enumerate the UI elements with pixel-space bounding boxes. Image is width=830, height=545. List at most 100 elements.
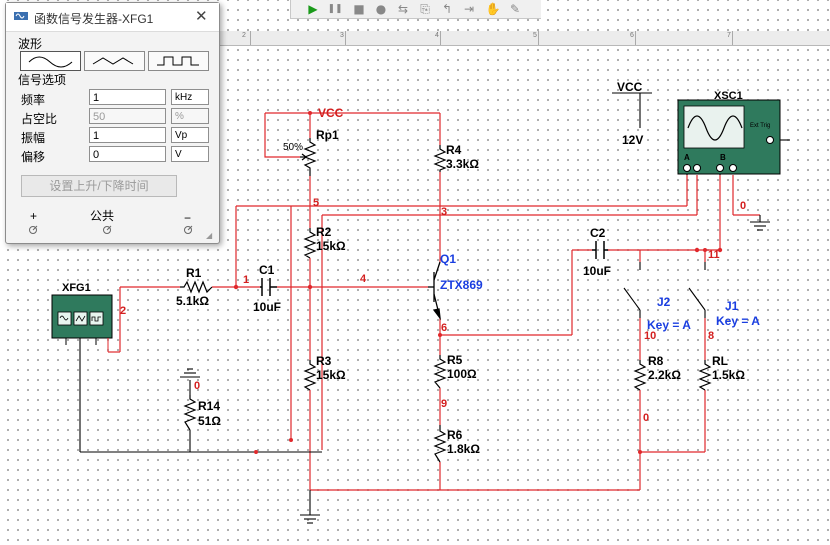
r1-ref: R1 — [186, 266, 202, 280]
j1-ref: J1 — [725, 299, 739, 313]
j2-key: Key = A — [647, 318, 691, 332]
resize-grip-icon[interactable]: ◢ — [206, 231, 213, 240]
run-icon[interactable]: ▶ — [308, 2, 318, 16]
r3-value: 15kΩ — [316, 368, 346, 382]
probe3-icon[interactable]: ↰ — [441, 2, 453, 16]
common-terminal-icon[interactable] — [102, 225, 112, 235]
r5-symbol — [433, 355, 447, 389]
ruler-tick-label: 3 — [340, 32, 344, 39]
dialog-titlebar[interactable]: 函数信号发生器-XFG1 ✕ — [6, 3, 219, 32]
xsc1-label: XSC1 — [714, 90, 743, 102]
sine-wave-button[interactable] — [20, 51, 81, 71]
net-label: 0 — [643, 412, 650, 424]
frequency-label: 频率 — [21, 93, 46, 107]
c1-value: 10uF — [253, 300, 282, 314]
set-rise-fall-time-button[interactable]: 设置上升/下降时间 — [21, 175, 177, 197]
r2-value: 15kΩ — [316, 239, 346, 253]
frequency-field[interactable]: 1 — [89, 89, 166, 105]
rl-symbol — [698, 360, 712, 391]
offset-field[interactable]: 0 — [89, 146, 166, 162]
probe2-icon[interactable]: ⎘ — [420, 2, 430, 16]
xfg1-symbol[interactable] — [51, 294, 113, 352]
hand-icon[interactable]: ✋ — [485, 2, 501, 16]
record-icon[interactable]: ● — [375, 2, 387, 16]
square-wave-icon — [157, 56, 199, 66]
net-label: 4 — [360, 273, 367, 285]
ruler-tick-label: 6 — [630, 32, 634, 39]
simulation-toolbar: ▶ ❚❚ ■ ● ⇆ ⎘ ↰ ⇥ ✋ ✎ — [290, 0, 541, 19]
tool-icon[interactable]: ✎ — [509, 2, 521, 16]
waveform-group-label: 波形 — [18, 37, 43, 51]
r6-ref: R6 — [447, 428, 463, 442]
scope-channel-b: B — [720, 153, 726, 162]
vcc-net-label: VCC — [318, 106, 344, 120]
scope-ext-trig: Ext Trig — [750, 123, 771, 129]
q1-ref: Q1 — [440, 252, 457, 266]
rl-value: 1.5kΩ — [712, 368, 745, 382]
r4-value: 3.3kΩ — [446, 157, 479, 171]
scope-channel-a: A — [684, 153, 690, 162]
dialog-title: 函数信号发生器-XFG1 — [34, 12, 154, 26]
plus-terminal-icon[interactable] — [28, 225, 38, 235]
minus-terminal-icon[interactable] — [183, 225, 193, 235]
junction-dots — [233, 111, 723, 454]
r14-ref: R14 — [198, 399, 221, 413]
xfg1-label: XFG1 — [62, 282, 91, 294]
r4-ref: R4 — [446, 143, 462, 157]
r1-value: 5.1kΩ — [176, 294, 209, 308]
r5-value: 100Ω — [447, 367, 477, 381]
close-icon[interactable]: ✕ — [195, 8, 208, 25]
square-wave-button[interactable] — [148, 51, 209, 71]
frequency-unit[interactable]: kHz — [171, 89, 209, 105]
plus-terminal-label: + — [30, 209, 38, 223]
r8-symbol — [633, 360, 647, 391]
net-label: 2 — [120, 305, 127, 317]
common-terminal-label: 公共 — [90, 209, 115, 223]
net-label: 0 — [740, 200, 747, 212]
red-wires — [108, 112, 760, 491]
probe4-icon[interactable]: ⇥ — [463, 2, 475, 16]
amplitude-label: 振幅 — [21, 131, 46, 145]
r4-symbol — [433, 145, 447, 172]
net-label: 1 — [243, 274, 250, 286]
offset-unit[interactable]: V — [171, 146, 209, 162]
vcc-source-voltage: 12V — [622, 133, 644, 147]
capacitor-symbols — [260, 241, 608, 296]
generator-app-icon — [14, 12, 28, 20]
triangle-wave-button[interactable] — [84, 51, 145, 71]
pause-icon[interactable]: ❚❚ — [327, 4, 343, 14]
amplitude-field[interactable]: 1 — [89, 127, 166, 143]
amplitude-unit[interactable]: Vp — [171, 127, 209, 143]
transistor-symbol — [428, 261, 441, 321]
probe-icon[interactable]: ⇆ — [397, 2, 409, 16]
rp1-symbol — [303, 138, 317, 176]
c2-ref: C2 — [590, 226, 606, 240]
function-generator-dialog: 函数信号发生器-XFG1 ✕ 波形 信号选项 频率 1 kHz 占空比 50 %… — [5, 2, 220, 244]
xsc1-symbol[interactable] — [677, 99, 781, 175]
signal-options-label: 信号选项 — [18, 73, 67, 87]
ruler: 2 3 4 5 6 7 — [220, 31, 830, 46]
r8-value: 2.2kΩ — [648, 368, 681, 382]
j1-key: Key = A — [716, 314, 760, 328]
sine-wave-icon — [28, 56, 73, 68]
ruler-tick-label: 2 — [242, 32, 246, 39]
j2-ref: J2 — [657, 295, 671, 309]
net-label: 0 — [194, 380, 201, 392]
offset-label: 偏移 — [21, 150, 46, 164]
duty-cycle-label: 占空比 — [21, 112, 58, 126]
stop-icon[interactable]: ■ — [353, 2, 365, 16]
r1-symbol — [180, 280, 213, 294]
duty-cycle-field[interactable]: 50 — [89, 108, 166, 124]
rp1-ref: Rp1 — [316, 128, 339, 142]
r3-ref: R3 — [316, 354, 332, 368]
minus-terminal-label: − — [184, 211, 192, 225]
r2-ref: R2 — [316, 225, 332, 239]
net-label: 11 — [708, 249, 720, 261]
duty-cycle-unit[interactable]: % — [171, 108, 209, 124]
net-label: 6 — [441, 322, 448, 334]
ruler-tick-label: 4 — [435, 32, 439, 39]
c2-value: 10uF — [583, 264, 612, 278]
ruler-tick-label: 5 — [533, 32, 537, 39]
vcc-source-name: VCC — [617, 80, 643, 94]
